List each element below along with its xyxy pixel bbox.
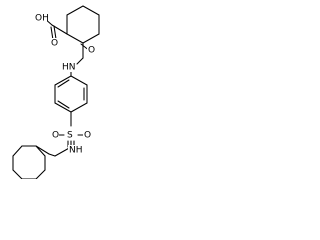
amide-o-label: O	[88, 46, 95, 56]
sulfonamide-nh-label: NH	[69, 146, 83, 156]
sulfonyl-s-label: S	[67, 131, 73, 141]
carboxyl-o-label: O	[51, 39, 58, 49]
benzene-ring	[54, 69, 88, 113]
carboxyl-oh-label: OH	[35, 14, 49, 24]
cyclohexane-ring-top	[66, 5, 100, 44]
sulfonyl-o-right-label: O	[84, 131, 91, 141]
amide-nh-label: HN	[62, 63, 76, 73]
sulfonyl-o-left-label: O	[52, 131, 59, 141]
chemical-structure-diagram: OH O O HN S O O NH	[12, 5, 100, 179]
cyclohexane-ring-bottom	[12, 145, 56, 179]
